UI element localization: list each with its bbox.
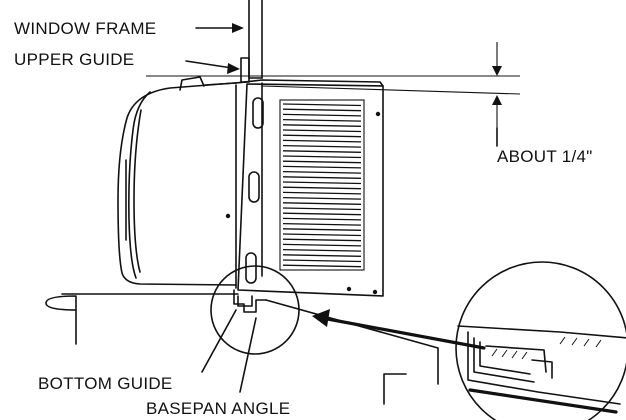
louver-slat: [282, 155, 362, 159]
louver-slat: [282, 108, 362, 112]
louver-slat: [282, 259, 362, 263]
magnified-detail: [455, 261, 626, 420]
louver-slat: [282, 248, 362, 252]
clearance-reference-bottom: [261, 85, 521, 95]
slot-middle: [248, 171, 260, 203]
label-bottom-guide: BOTTOM GUIDE: [38, 374, 173, 393]
louver-slat: [282, 181, 362, 185]
label-upper-guide: UPPER GUIDE: [14, 50, 134, 69]
hatch-mark: [571, 337, 578, 346]
louver-slat: [282, 103, 362, 107]
label-window-frame: WINDOW FRAME: [14, 19, 156, 38]
louver-slat: [282, 202, 362, 205]
louver-slat: [282, 196, 362, 200]
louver-slat: [282, 129, 362, 133]
louver-slat: [282, 160, 362, 164]
hatch-mark: [559, 336, 566, 345]
arrow-icon: [312, 309, 486, 350]
louver-slat: [282, 124, 362, 127]
louver-slat: [282, 233, 362, 237]
label-basepan-angle: BASEPAN ANGLE: [146, 399, 290, 418]
slot-bottom: [245, 252, 257, 284]
screw-icon: [225, 111, 381, 295]
louver-slat: [282, 118, 362, 122]
window-frame: [248, 0, 263, 79]
leader-lines: [185, 23, 498, 393]
hatch-mark: [501, 349, 508, 358]
louver-slat: [282, 207, 362, 211]
hatch-mark: [583, 338, 590, 347]
louver-slat: [282, 170, 362, 174]
louver-slat: [282, 113, 362, 117]
vent-louver-icon: [279, 99, 365, 271]
louver-slat: [282, 212, 362, 216]
louver-slat: [282, 144, 362, 148]
slot-top: [252, 97, 264, 129]
louver-slat: [282, 243, 362, 247]
air-conditioner-unit: [117, 76, 384, 297]
louver-slat: [282, 238, 362, 242]
label-about-quarter-inch: ABOUT 1/4": [497, 147, 593, 166]
louver-slat: [282, 134, 362, 138]
upper-guide: [240, 57, 250, 83]
hatch-mark: [521, 351, 528, 360]
louver-slat: [282, 176, 362, 179]
louver-slat: [282, 254, 362, 257]
hatch-mark: [595, 339, 602, 348]
louver-slat: [282, 191, 362, 195]
louver-slat: [282, 222, 362, 226]
louver-slat: [282, 165, 362, 169]
louver-slat: [282, 228, 362, 231]
bottom-guide: [233, 289, 267, 313]
detail-marker-circle: [210, 265, 300, 355]
hatch-mark: [491, 348, 498, 357]
dimension-arrow-icon: [492, 42, 502, 128]
louver-slat: [282, 217, 362, 221]
louver-slat: [282, 264, 362, 268]
louver-slat: [282, 139, 362, 143]
hatch-mark: [511, 350, 518, 359]
louver-slat: [282, 186, 362, 190]
louver-slat: [282, 150, 362, 153]
